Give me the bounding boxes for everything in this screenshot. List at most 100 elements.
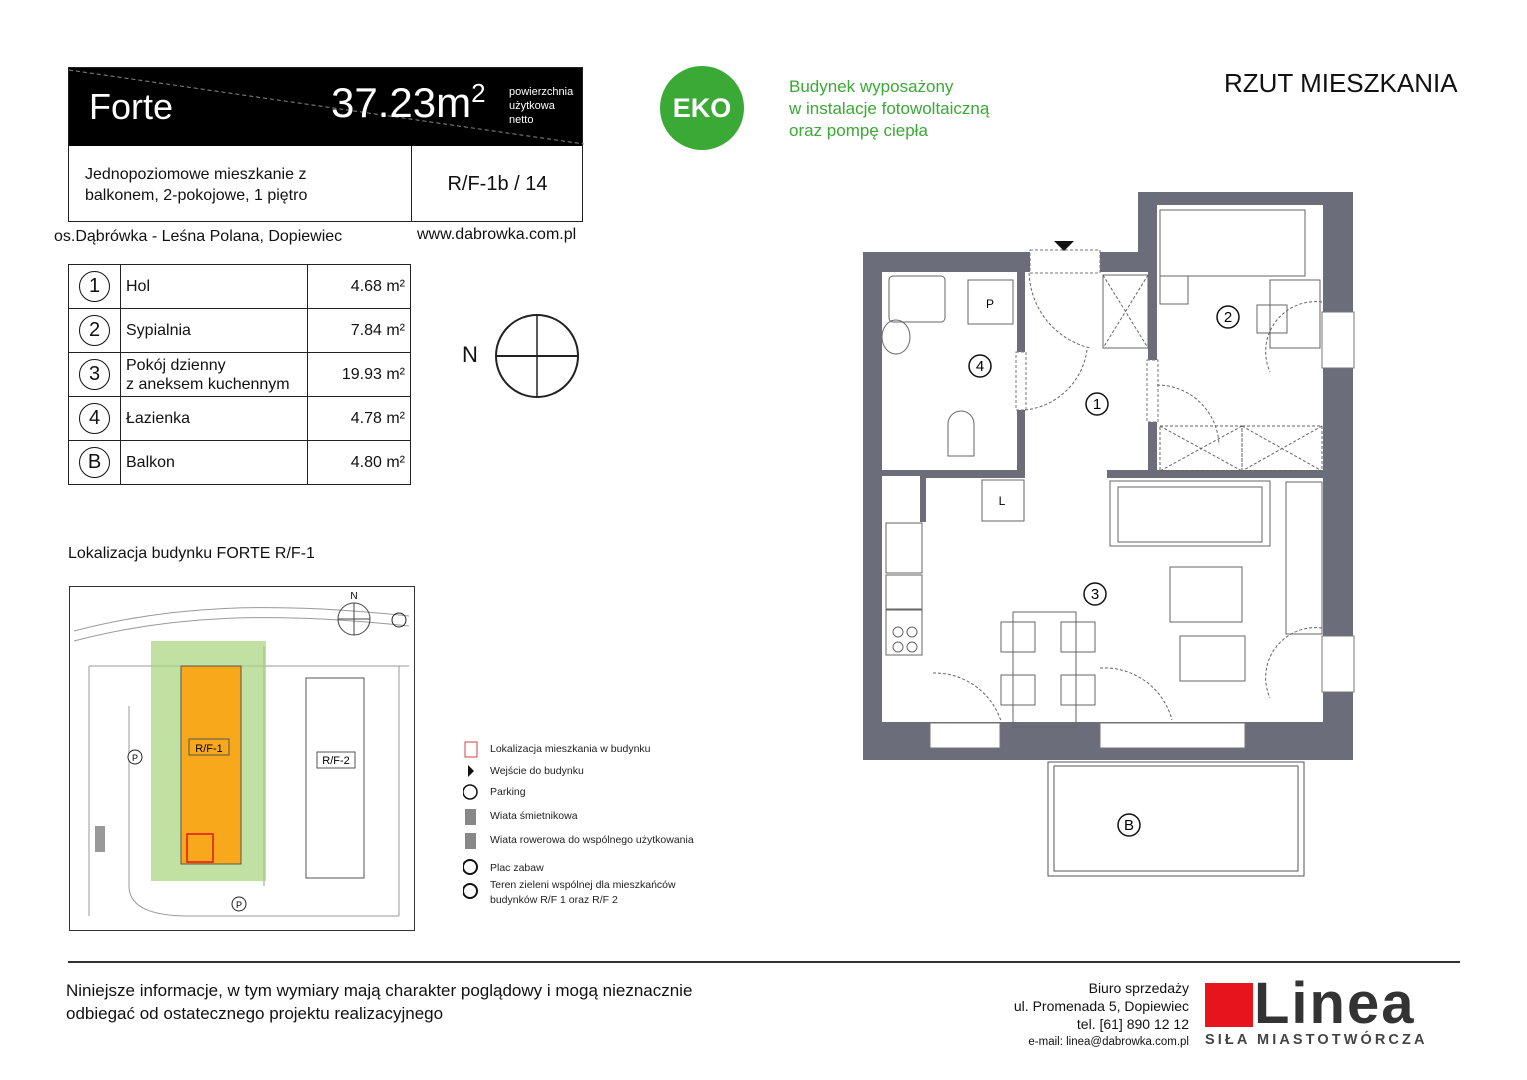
balcony-outline — [1047, 761, 1305, 877]
furniture — [881, 209, 1323, 728]
balcony-inner — [1053, 765, 1299, 872]
parking-label: P — [236, 900, 242, 910]
office-label: Biuro sprzedaży — [1088, 980, 1189, 996]
diagonal-line — [69, 69, 584, 145]
eko-badge: EKO — [660, 66, 744, 150]
area-note-line: netto — [509, 114, 534, 126]
apartment-location-marker — [186, 833, 214, 863]
site-map-title: Lokalizacja budynku FORTE R/F-1 — [68, 545, 315, 562]
website-link[interactable]: www.dabrowka.com.pl — [417, 226, 577, 243]
entrance-icon — [468, 765, 474, 777]
room-marker-b: B — [1124, 817, 1134, 834]
room-number: 4 — [79, 403, 110, 434]
room-marker-1: 1 — [1093, 396, 1101, 413]
label-p: P — [986, 297, 994, 311]
building-rf1-label: R/F-1 — [195, 743, 223, 755]
building-rf1 — [180, 665, 242, 865]
location-text: os.Dąbrówka - Leśna Polana, Dopiewiec — [54, 228, 343, 245]
label-l: L — [999, 494, 1006, 508]
legend-icons — [463, 741, 478, 899]
entrance-arrow-icon — [1054, 241, 1074, 251]
room-number: 2 — [79, 315, 110, 346]
room-marker-2: 2 — [1224, 309, 1232, 326]
room-number: 1 — [79, 271, 110, 302]
apartment-location-icon — [464, 741, 478, 758]
building-label-box — [316, 751, 356, 769]
bike-shelter-icon — [465, 833, 476, 849]
disclaimer: Niniejsze informacje, w tym wymiary mają… — [66, 979, 692, 1025]
eko-description: Budynek wyposażony w instalacje fotowolta… — [789, 76, 989, 142]
legend-item: Parking — [490, 786, 526, 798]
legend-item: budynków R/F 1 oraz R/F 2 — [490, 894, 618, 906]
office-address: ul. Promenada 5, Dopiewiec — [1013, 998, 1189, 1014]
description-line: Jednopoziomowe mieszkanie z — [85, 166, 307, 183]
room-name: Hol — [120, 264, 308, 309]
linea-logo-square — [1205, 983, 1253, 1027]
footer-divider — [68, 961, 1460, 963]
area-value: 37.23m — [331, 79, 472, 126]
shelter-icon — [95, 826, 105, 852]
apartment-title: Forte — [89, 86, 174, 127]
disclaimer-line: Niniejsze informacje, w tym wymiary mają… — [66, 981, 693, 1000]
parking-label: P — [132, 753, 138, 763]
room-area: 7.84 m² — [307, 308, 411, 353]
legend-item: Lokalizacja mieszkania w budynku — [490, 743, 651, 755]
compass-label: N — [462, 342, 478, 367]
parking-icon — [127, 749, 143, 765]
header-banner: Forte 37.23m2 powierzchnia użytkowa netto — [69, 68, 584, 146]
room-number: 3 — [79, 359, 110, 390]
openings — [929, 249, 1355, 749]
site-map: R/F-1 R/F-2 N P P — [69, 586, 415, 931]
room-marker-3: 3 — [1091, 586, 1099, 603]
compass-icon — [495, 314, 579, 398]
apartment-description: Jednopoziomowe mieszkanie z balkonem, 2-p… — [85, 164, 307, 206]
sales-office: Biuro sprzedaży ul. Promenada 5, Dopiewi… — [960, 979, 1189, 1051]
building-rf2 — [305, 677, 365, 879]
parking-icon — [231, 896, 247, 912]
site-north-label: N — [350, 591, 357, 602]
linea-logo: Linea — [1254, 971, 1416, 1036]
office-phone: tel. [61] 890 12 12 — [1076, 1016, 1189, 1032]
legend-item: Wejście do budynku — [490, 765, 584, 777]
room-markers: 4 1 2 3 B — [968, 305, 1240, 837]
room-number: B — [79, 447, 110, 478]
eko-line: Budynek wyposażony — [789, 77, 954, 96]
description-line: balkonem, 2-pokojowe, 1 piętro — [85, 187, 308, 204]
room-name: Sypialnia — [120, 308, 308, 353]
area-note-line: powierzchnia — [509, 86, 574, 98]
floor-plan: P L 4 1 2 3 B — [863, 192, 1355, 877]
apartment-area: 37.23m2 — [331, 78, 486, 127]
eko-line: oraz pompę ciepła — [789, 121, 928, 140]
building-label-box — [188, 738, 230, 756]
linea-tagline: SIŁA MIASTOTWÓRCZA — [1205, 1032, 1428, 1048]
room-name-line: z aneksem kuchennym — [126, 375, 290, 393]
area-note-line: użytkowa — [509, 100, 555, 112]
room-marker-4: 4 — [976, 358, 984, 375]
legend-item: Wiata rowerowa do wspólnego użytkowania — [490, 834, 694, 846]
building-rf2-label: R/F-2 — [322, 755, 350, 767]
parking-icon — [463, 784, 478, 800]
room-area: 4.80 m² — [307, 440, 411, 485]
legend-item: Wiata śmietnikowa — [490, 810, 578, 822]
room-name-line: Pokój dzienny — [126, 356, 226, 374]
office-email[interactable]: e-mail: linea@dabrowka.com.pl — [1028, 1036, 1189, 1048]
plan-title: RZUT MIESZKANIA — [1224, 68, 1458, 98]
trash-shelter-icon — [465, 809, 476, 825]
unit-code: R/F-1b / 14 — [411, 146, 583, 222]
legend-item: Plac zabaw — [490, 862, 544, 874]
room-name: Balkon — [120, 440, 308, 485]
eko-line: w instalacje fotowoltaiczną — [789, 99, 990, 118]
playground-icon — [391, 612, 407, 628]
legend-item: Teren zieleni wspólnej dla mieszkańców — [490, 879, 676, 891]
area-note: powierzchnia użytkowa netto — [509, 85, 573, 127]
disclaimer-line: odbiegać od ostatecznego projektu realiz… — [66, 1004, 444, 1023]
playground-icon — [463, 859, 478, 875]
area-unit-sup: 2 — [471, 78, 486, 108]
